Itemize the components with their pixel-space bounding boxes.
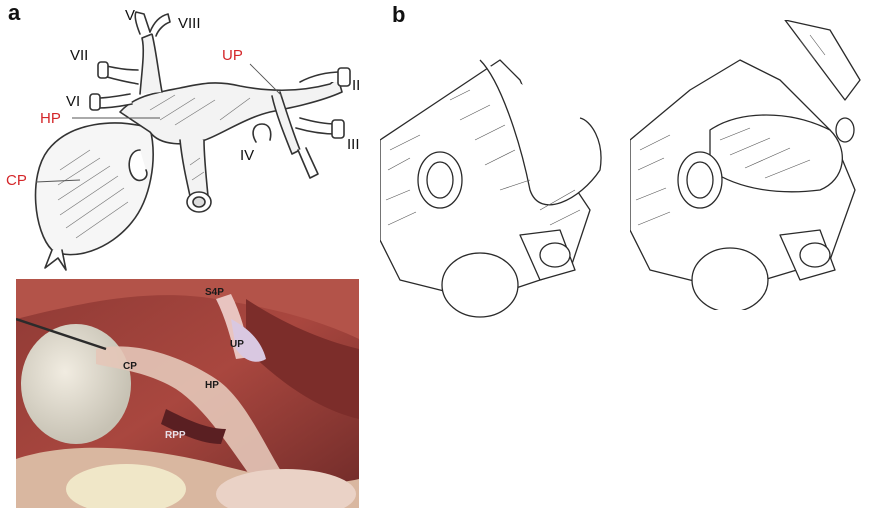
photo-label-rpp: RPP xyxy=(165,430,186,441)
photo-label-cp: CP xyxy=(123,361,137,372)
surgical-illustration-right xyxy=(630,20,870,310)
segment-label-v: V xyxy=(125,8,135,23)
label-hp: HP xyxy=(40,111,61,126)
segment-label-iv: IV xyxy=(240,148,254,163)
photo-label-up: UP xyxy=(230,339,244,350)
segment-label-vii: VII xyxy=(70,48,88,63)
label-cp: CP xyxy=(6,173,27,188)
intraoperative-photo xyxy=(16,279,359,508)
segment-label-viii: VIII xyxy=(178,16,201,31)
panel-label-b: b xyxy=(392,2,405,28)
photo-label-hp: HP xyxy=(205,380,219,391)
cystic-sac-shape xyxy=(36,123,154,255)
segment-label-ii: II xyxy=(352,78,360,93)
segment-label-iii: III xyxy=(347,137,360,152)
portal-vein-schematic xyxy=(0,0,380,275)
surgical-illustration-left xyxy=(380,40,610,330)
label-up: UP xyxy=(222,48,243,63)
photo-label-s4p: S4P xyxy=(205,287,224,298)
segment-label-vi: VI xyxy=(66,94,80,109)
